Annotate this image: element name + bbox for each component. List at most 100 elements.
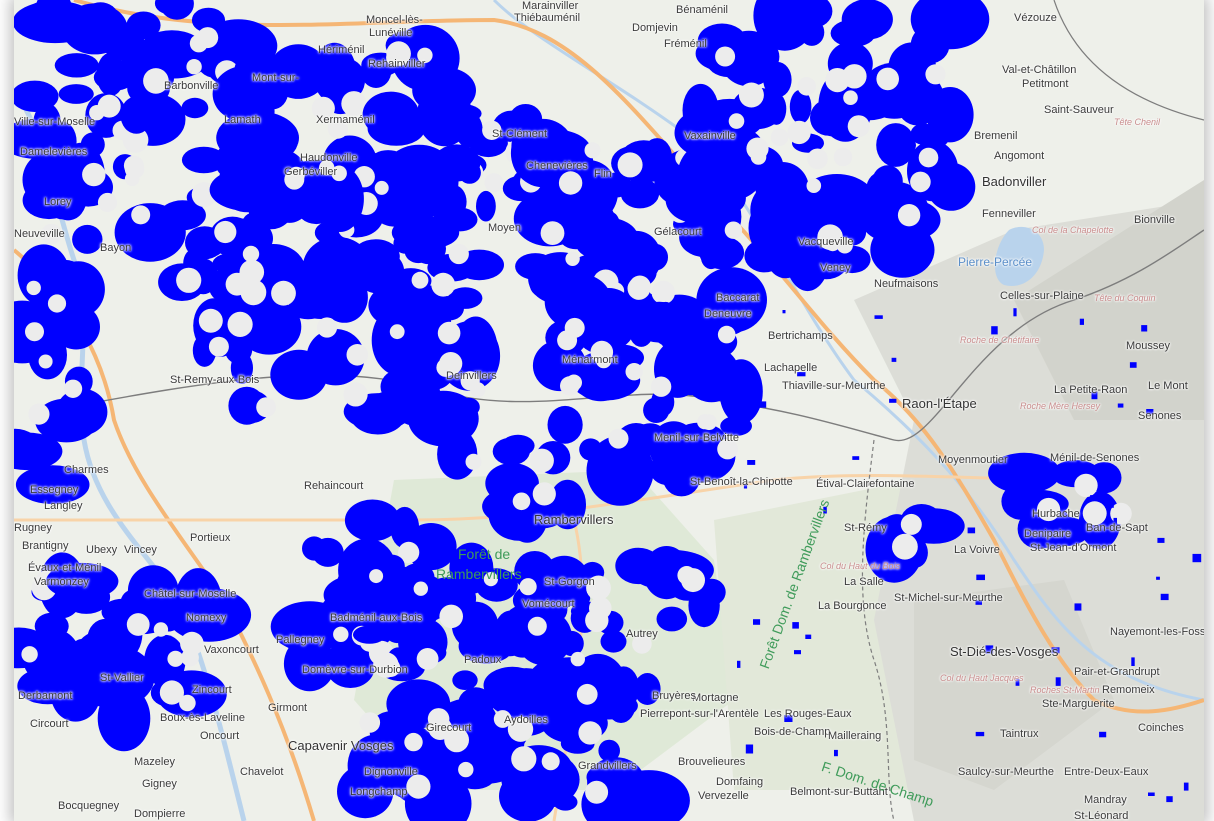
coverage-patch [441,185,467,219]
place-label: La Bourgonce [818,600,887,612]
place-label: Nayemont-les-Fosses [1110,626,1204,638]
map-view[interactable]: Moncel-lès- Lunéville Hériménil Rehainvi… [14,0,1204,821]
coverage-hole [131,205,151,225]
coverage-patch [699,236,745,270]
coverage-cluster [437,428,586,543]
coverage-hole [319,160,335,176]
coverage-patch [14,428,41,467]
place-label: Deinvillers [446,370,497,382]
coverage-speck [1131,657,1135,666]
coverage-patch [412,67,476,114]
coverage-hole [897,204,921,227]
coverage-patch [353,625,386,644]
coverage-hole [493,710,512,728]
coverage-patch [866,170,902,208]
coverage-cluster [665,0,990,292]
coverage-patch [35,398,98,443]
pass-label: Col de la Chapelotte [1032,225,1114,235]
coverage-hole [527,616,547,636]
coverage-hole [153,622,169,637]
coverage-patch [222,19,258,47]
coverage-hole [179,694,196,712]
place-label: Domfaing [716,776,764,788]
coverage-hole [444,727,469,753]
coverage-patch [500,668,552,711]
coverage-patch [166,588,252,642]
coverage-hole [331,165,347,182]
place-label: Girmont [268,702,308,714]
coverage-hole [892,533,918,560]
place-label: Vacqueville [798,236,854,248]
coverage-patch [453,316,498,386]
coverage-hole [570,651,585,667]
coverage-hole [389,324,405,340]
coverage-speck [1090,495,1098,500]
coverage-patch [437,428,478,480]
coverage-hole [26,280,41,296]
place-label: Les Rouges-Eaux [764,708,852,720]
coverage-hole [625,363,643,381]
coverage-cluster [532,267,767,506]
mountain-area [1014,180,1204,420]
coverage-hole [316,317,338,338]
town-label: Badonviller [982,174,1047,189]
coverage-cluster [988,452,1132,550]
coverage-patch [870,222,935,278]
coverage-patch [126,11,161,40]
coverage-hole [541,752,560,771]
coverage-patch [331,59,366,101]
coverage-hole [1037,497,1061,522]
coverage-hole [359,712,381,733]
coverage-hole [47,294,67,313]
coverage-patch [181,97,209,119]
coverage-patch [268,44,329,99]
pass-label: Col du Haut du Bois [820,561,901,571]
place-label: Fréménil [664,38,707,50]
coverage-patch [755,162,809,216]
place-label: Domèvre-sur-Durbion [302,664,408,676]
place-label: Mortagne [692,692,739,704]
place-label: St-Jean-d'Ormont [1030,542,1117,554]
coverage-hole [398,541,420,564]
town-label: Raon-l'Étape [902,396,977,411]
coverage-hole [341,91,367,117]
place-label: Aydoilles [504,714,548,726]
place-label: Bocquegney [58,800,120,812]
place-label: Oncourt [200,730,240,742]
place-label: Padoux [464,654,502,666]
lake-pierre-percee [994,226,1044,286]
coverage-patch [452,670,478,690]
coverage-speck [975,600,982,605]
coverage-patch [634,673,661,705]
coverage-hole [558,171,583,195]
place-label: Flin [594,168,612,180]
place-label: Longchamp [350,786,408,798]
coverage-hole [159,680,184,705]
coverage-patch [797,180,866,237]
coverage-hole [186,58,202,75]
coverage-patch [463,620,486,656]
place-label: Entre-Deux-Eaux [1064,766,1149,778]
place-label: Pair-et-Grandrupt [1074,666,1160,678]
place-label: Varmonzey [34,576,89,588]
coverage-speck [1055,677,1061,686]
coverage-hole [825,68,850,93]
place-label: Vincey [124,544,157,556]
coverage-patch [766,92,787,125]
coverage-hole [511,746,537,772]
coverage-hole [25,322,44,342]
place-label: Lamath [224,114,261,126]
place-label: St-Léonard [1074,810,1129,821]
coverage-patch [433,144,481,182]
coverage-hole [97,94,121,118]
coverage-patch [367,111,425,146]
coverage-patch [720,416,752,436]
coverage-cluster [323,542,690,821]
place-label: Lachapelle [764,362,818,374]
place-label: Saint-Sauveur [1044,104,1114,116]
place-label: La Petite-Raon [1054,384,1128,396]
place-label: Vézouze [1014,12,1057,24]
place-label: Brouvelieures [678,756,746,768]
place-label: Coinches [1138,722,1184,734]
coverage-patch [280,358,326,390]
